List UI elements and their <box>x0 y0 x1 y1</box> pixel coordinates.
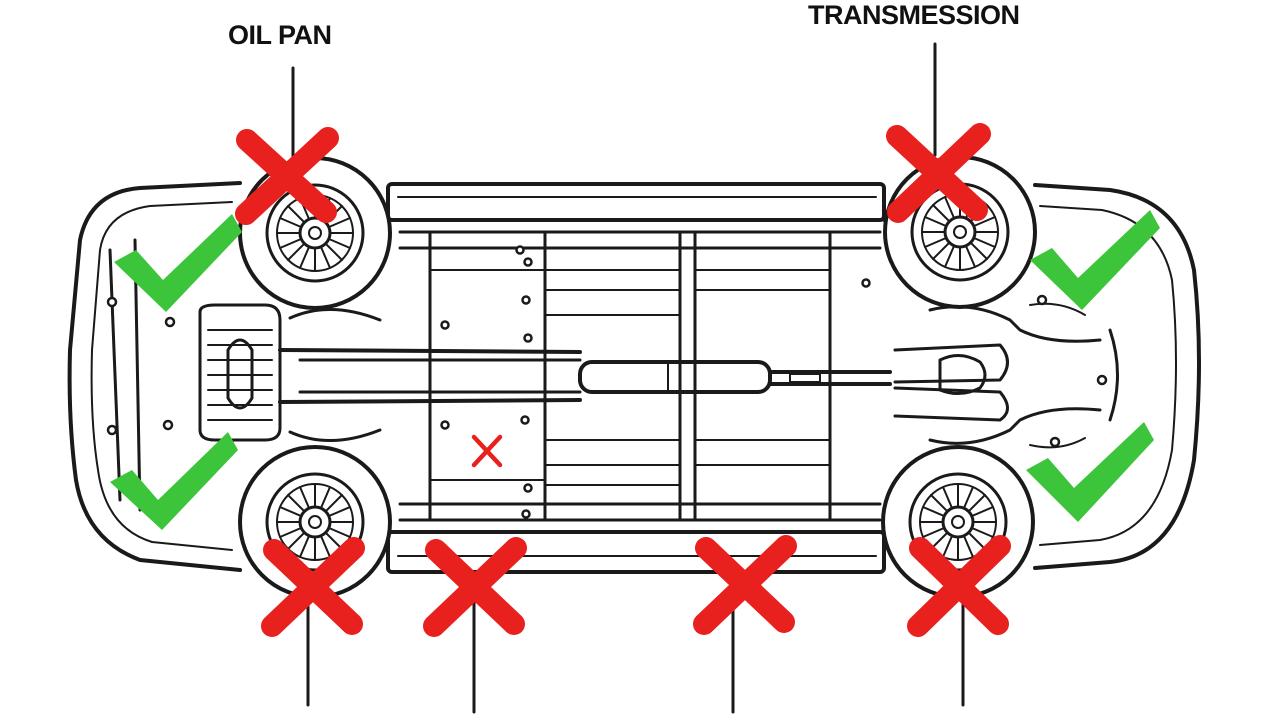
check-marks <box>110 210 1160 530</box>
chassis-frame <box>398 230 882 522</box>
leader-lines <box>291 42 965 714</box>
cross-mark-bottom-1 <box>261 537 365 637</box>
cross-mark-transmission <box>886 123 991 223</box>
transmission-label: TRANSMESSION <box>808 0 1020 30</box>
cross-mark-bottom-4 <box>907 535 1011 637</box>
cross-marks <box>235 123 1011 637</box>
check-mark-rear-top <box>1030 210 1160 310</box>
bolt-dots <box>106 245 1108 519</box>
wheel-front-left <box>238 156 392 310</box>
driveshaft-exhaust <box>278 343 1009 422</box>
cross-mark-center <box>471 434 503 468</box>
cross-mark-bottom-3 <box>693 535 797 635</box>
check-mark-front-bottom <box>110 432 238 530</box>
cross-mark-oil-pan <box>235 127 339 225</box>
oil-pan-label: OIL PAN <box>228 20 332 50</box>
check-mark-front-top <box>114 214 242 312</box>
engine-front-area <box>108 238 382 512</box>
check-mark-rear-bottom <box>1026 422 1154 522</box>
rear-suspension-area <box>928 302 1119 449</box>
cross-mark-bottom-2 <box>423 537 527 637</box>
